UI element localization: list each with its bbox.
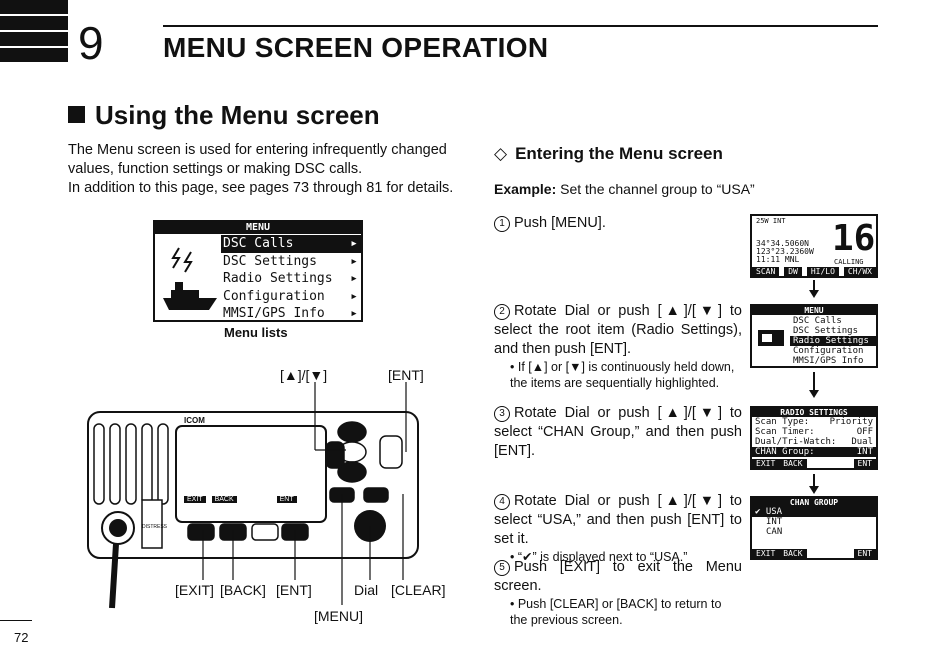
page-number: 72 [14, 630, 29, 645]
example-line: Example: Set the channel group to “USA” [494, 181, 755, 197]
menu-small-screen: MENU DSC Calls DSC Settings Radio Settin… [750, 304, 878, 368]
menu-item-dsc-calls[interactable]: DSC Calls [221, 235, 361, 253]
menu-item-radio-settings[interactable]: Radio Settings [221, 270, 361, 288]
chapter-title: MENU SCREEN OPERATION [163, 32, 549, 63]
intro-text: The Menu screen is used for entering inf… [68, 142, 454, 196]
header-rule [163, 25, 878, 27]
menu-lists-caption: Menu lists [224, 325, 288, 340]
chan-group-screen: CHAN GROUP ✔ USA INT CAN EXIT BACK ENT [750, 496, 878, 560]
procedure-title: ◇Entering the Menu screen [494, 144, 723, 163]
dial-label: Dial [354, 582, 379, 598]
chapter-number: 9 [78, 17, 104, 69]
square-bullet-icon [68, 106, 85, 123]
diamond-bullet-icon: ◇ [494, 144, 508, 163]
ship-icon [163, 247, 217, 310]
menu-item-configuration[interactable]: Configuration [221, 288, 361, 306]
radio-settings-screen: RADIO SETTINGS Scan Type:Priority Scan T… [750, 406, 878, 470]
ent-label: [ENT] [276, 582, 312, 598]
back-label: [BACK] [220, 582, 266, 598]
arrow-down-icon [809, 486, 819, 494]
updown-label: [▲]/[▼] [280, 367, 328, 383]
arrow-down-icon [809, 290, 819, 298]
menu-label: [MENU] [314, 608, 363, 624]
menu-item-mmsi-gps-info[interactable]: MMSI/GPS Info [221, 305, 361, 323]
main-screen: 25W INT 34°34.5060N 123°23.2360W 11:11 M… [750, 214, 878, 278]
ent-top-label: [ENT] [388, 367, 424, 383]
chapter-tab [0, 0, 68, 64]
menu-item-dsc-settings[interactable]: DSC Settings [221, 253, 361, 271]
exit-label: [EXIT] [175, 582, 214, 598]
radio-icon [758, 330, 784, 346]
channel-number: 16 [832, 218, 876, 259]
section-title: Using the Menu screen [68, 100, 380, 131]
menu-screen-illustration: MENU DSC Calls DSC Settings Radio Settin… [153, 220, 363, 322]
radio-body [87, 382, 419, 609]
arrow-down-icon [809, 390, 819, 398]
clear-label: [CLEAR] [391, 582, 446, 598]
brand-logo: ICOM [184, 416, 205, 425]
menu-list: DSC Calls DSC Settings Radio Settings Co… [221, 235, 361, 323]
radio-softkeys: EXIT BACK ENT [184, 496, 297, 503]
menu-header: MENU [155, 222, 361, 234]
radio-illustration: ICOM EXIT BACK ENT DISTRESS [▲]/[▼] [ENT… [80, 360, 480, 630]
distress-label: DISTRESS [142, 524, 168, 530]
